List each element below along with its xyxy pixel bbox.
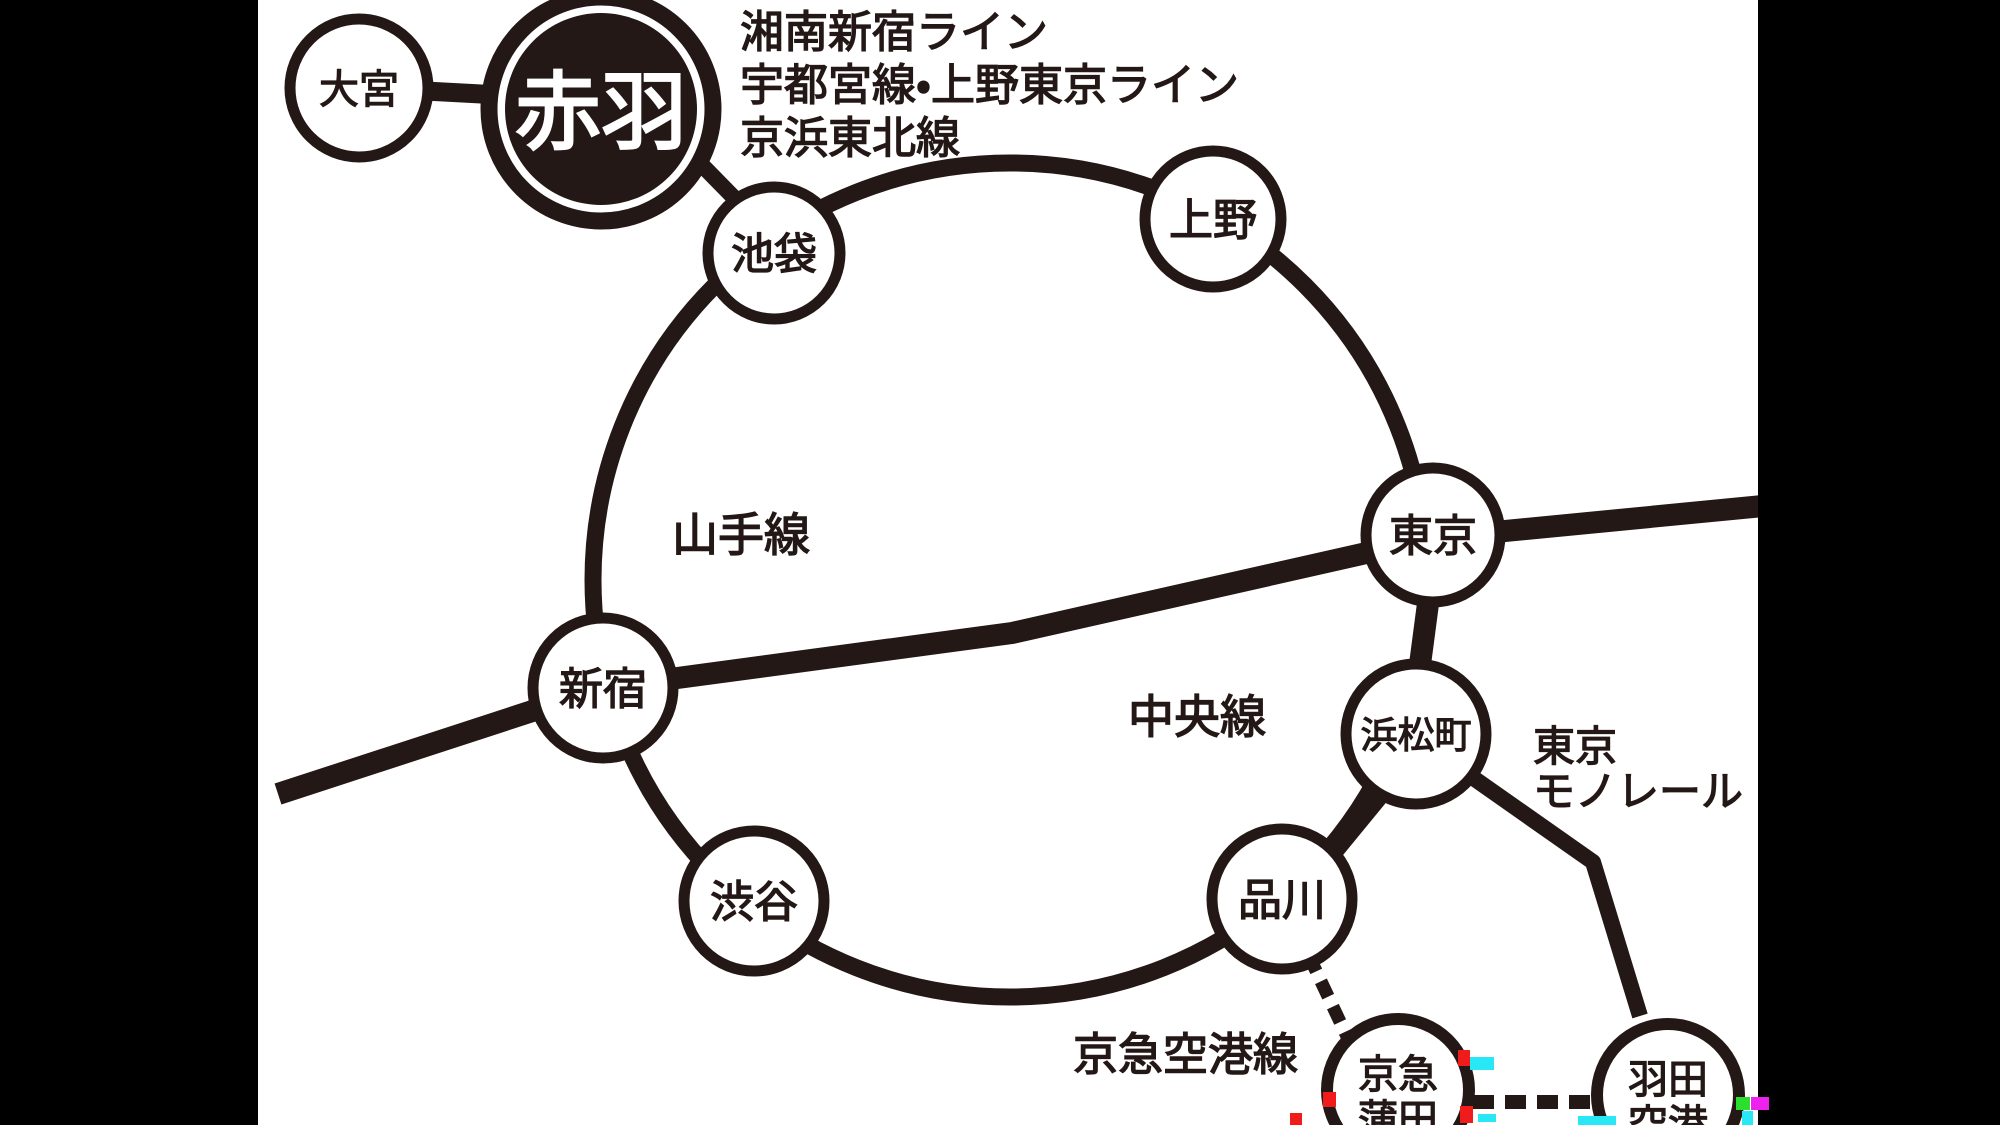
station-circle-hamamatsucho: [1340, 658, 1492, 810]
station-circle-shinjuku: [527, 612, 679, 764]
station-label-shinjuku: 新宿: [559, 664, 647, 715]
station-label-keikyu-kamata: 京急: [1358, 1052, 1438, 1098]
label-jr-north-lines: 湘南新宿ライン: [740, 7, 1048, 58]
label-jr-north-lines: 京浜東北線: [740, 113, 961, 164]
compression-artifact: [1458, 1050, 1470, 1066]
line-tokyo-monorail: [1447, 756, 1648, 1019]
label-chuo-line: 中央線: [1128, 690, 1267, 744]
compression-artifact: [1478, 1114, 1496, 1122]
compression-artifact: [1470, 1057, 1494, 1070]
label-tokyo-monorail: 東京: [1533, 722, 1617, 771]
compression-artifact: [1751, 1097, 1769, 1110]
label-jr-north-lines: 宇都宮線・上野東京ライン: [740, 60, 1239, 111]
station-label-ueno: 上野: [1169, 195, 1257, 246]
label-keikyu-airport-line: 京急空港線: [1073, 1028, 1299, 1081]
station-circle-haneda-airport: [1591, 1018, 1745, 1125]
station-label-ikebukuro: 池袋: [731, 230, 817, 280]
map-background: [258, 0, 1758, 1125]
station-circle-ikebukuro: [702, 181, 846, 325]
station-label-haneda-airport: 羽田: [1628, 1057, 1708, 1103]
station-label-shibuya: 渋谷: [710, 877, 798, 928]
compression-artifact: [1290, 1113, 1302, 1125]
station-label-shinagawa: 品川: [1238, 875, 1326, 926]
label-yamanote-line: 山手線: [672, 508, 811, 562]
station-circle-tokyo: [1360, 462, 1506, 608]
compression-artifact: [1323, 1092, 1336, 1107]
compression-artifact: [1578, 1116, 1616, 1125]
station-circle-ueno: [1139, 145, 1287, 293]
station-circle-shinagawa: [1206, 823, 1358, 975]
compression-artifact: [1460, 1106, 1473, 1123]
station-label-akabane: 赤羽: [515, 63, 687, 163]
compression-artifact: [1742, 1111, 1753, 1125]
label-tokyo-monorail: モノレール: [1533, 767, 1743, 816]
station-disc-akabane: [505, 13, 697, 205]
station-label-keikyu-kamata: 蒲田: [1358, 1097, 1438, 1125]
station-circle-omiya: [284, 13, 434, 163]
station-circle-keikyu-kamata: [1321, 1013, 1475, 1125]
right-letterbox-bar: [1758, 0, 2000, 1125]
station-label-tokyo: 東京: [1389, 511, 1477, 562]
station-label-omiya: 大宮: [319, 67, 399, 113]
left-letterbox-bar: [0, 0, 258, 1125]
station-circle-shibuya: [678, 825, 830, 977]
line-chuo: [274, 495, 1765, 805]
station-label-hamamatsucho: 浜松町: [1361, 714, 1472, 757]
compression-artifact: [1736, 1097, 1750, 1110]
station-label-haneda-airport: 空港: [1628, 1102, 1709, 1125]
line-keikyu-airport-diagonal: [1303, 953, 1357, 1048]
